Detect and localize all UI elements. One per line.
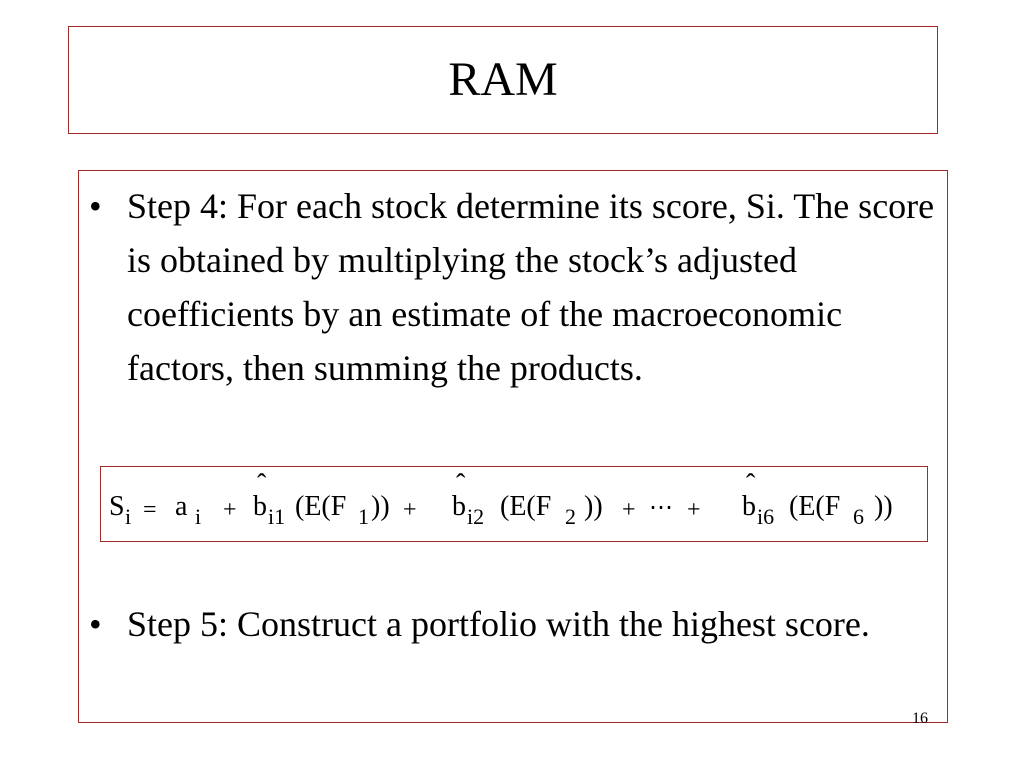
formula-sub-1: 1 [358,504,369,529]
formula-b: b [253,491,267,522]
content-box: • Step 4: For each stock determine its s… [78,170,948,723]
bullet-text: Step 4: For each stock determine its sco… [127,186,935,388]
formula-sub-i: i [195,504,201,529]
slide-title: RAM [448,53,558,106]
page-number: 16 [912,710,928,727]
formula-hat: ˆ [257,469,267,500]
formula-sub-i2: i2 [467,504,484,529]
formula-plus: + [403,497,417,523]
formula-plus: + [687,497,701,523]
formula-sub-6: 6 [853,504,864,529]
formula-box: S i = a i + ˆ b i1 (E(F 1 )) + ˆ b i2 (E… [100,466,928,542]
formula-b: b [742,491,756,522]
score-formula: S i = a i + ˆ b i1 (E(F 1 )) + ˆ b i2 (E… [109,469,893,529]
formula-ef: (E(F [295,491,346,522]
formula-close: )) [584,491,603,522]
formula-b: b [452,491,466,522]
formula-plus: + [223,497,237,523]
formula-hat: ˆ [746,469,756,500]
bullet-marker: • [89,604,102,644]
formula-close: )) [874,491,893,522]
formula-ef: (E(F [500,491,551,522]
formula-close: )) [371,491,390,522]
formula-a: a [175,491,188,522]
formula-equals: = [143,497,157,523]
formula-hat: ˆ [456,469,466,500]
bullet-marker: • [89,186,102,226]
formula-plus: + [622,497,636,523]
title-box: RAM [68,26,938,134]
formula-sub-i1: i1 [268,504,285,529]
formula-ef: (E(F [789,491,840,522]
formula-s: S [109,491,125,522]
formula-sub-2: 2 [565,504,576,529]
formula-ellipsis: ⋯ [649,495,673,521]
formula-sub-i6: i6 [757,504,774,529]
formula-sub-i: i [125,504,131,529]
bullet-text: Step 5: Construct a portfolio with the h… [127,604,870,644]
